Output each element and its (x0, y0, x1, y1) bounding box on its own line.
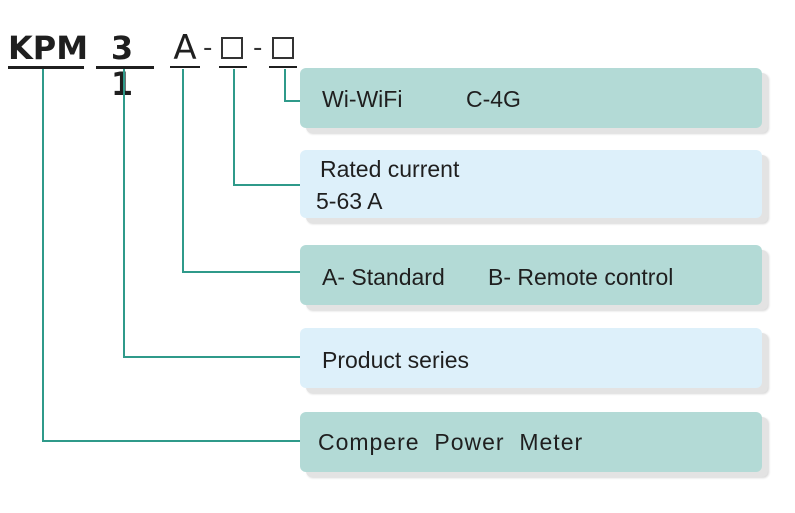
box-product-series: Product series (300, 328, 762, 388)
connector-series (123, 69, 300, 358)
code-dash-2: - (253, 33, 263, 63)
box-connectivity: Wi-WiFi C-4G (300, 68, 762, 128)
option-wifi: Wi-WiFi (322, 86, 403, 112)
code-underline-31 (96, 66, 154, 69)
connector-brand (42, 69, 300, 442)
code-dash-1: - (203, 33, 213, 63)
code-placeholder-square-2 (272, 37, 294, 59)
code-underline-sq1 (219, 66, 247, 68)
option-remote-control: B- Remote control (488, 264, 674, 290)
code-part-kpm: KPM (8, 29, 89, 67)
code-part-31: 3 1 (110, 29, 140, 103)
option-4g: C-4G (466, 86, 521, 112)
box-rated-current: Rated current 5-63 A (300, 150, 762, 218)
code-placeholder-square-1 (221, 37, 243, 59)
product-series-label: Product series (322, 347, 470, 373)
code-underline-a (170, 66, 200, 68)
box-brand: Compere Power Meter (300, 412, 762, 472)
rated-current-title: Rated current (320, 156, 460, 182)
code-underline-kpm (8, 66, 84, 69)
code-underline-sq2 (269, 66, 297, 68)
connector-current (233, 69, 300, 186)
option-standard: A- Standard (322, 264, 445, 290)
code-part-a: A (173, 28, 197, 68)
rated-current-range: 5-63 A (316, 188, 383, 214)
brand-label: Compere Power Meter (318, 429, 584, 455)
connector-type (182, 69, 300, 273)
connector-wifi (284, 69, 300, 102)
box-type: A- Standard B- Remote control (300, 245, 762, 305)
